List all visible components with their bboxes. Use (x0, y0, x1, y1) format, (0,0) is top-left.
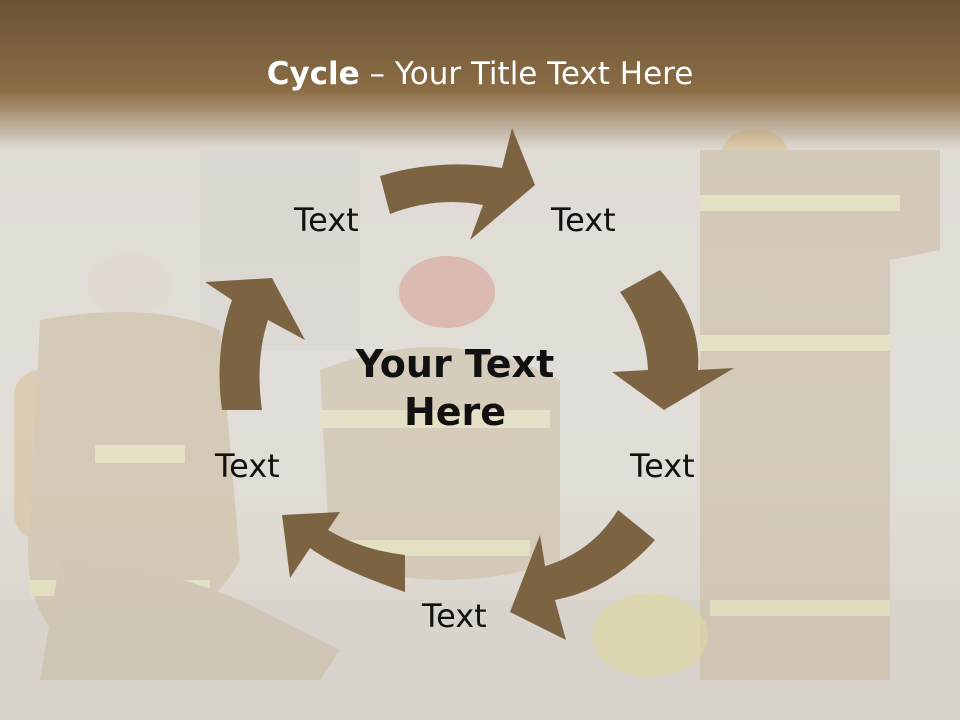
cycle-arrow-1[interactable] (380, 128, 535, 240)
firefighter-middle (320, 256, 560, 580)
center-text-line-2: Here (403, 390, 507, 434)
cycle-label-top-left[interactable]: Text (294, 201, 359, 239)
slide-title-rest: Your Title Text Here (394, 56, 694, 92)
slide-title-dash: – (359, 56, 395, 92)
firefighter-left (14, 253, 340, 680)
cycle-arrow-2[interactable] (612, 270, 734, 410)
slide-title[interactable]: Cycle – Your Title Text Here (0, 52, 960, 96)
slide-title-bold: Cycle (266, 56, 360, 92)
cycle-label-right[interactable]: Text (630, 447, 695, 485)
center-text[interactable]: Your Text Here (330, 340, 580, 436)
cycle-arrow-4[interactable] (282, 512, 405, 592)
firefighter-right (700, 130, 940, 680)
title-band (0, 0, 960, 150)
cycle-arrow-5[interactable] (205, 278, 305, 410)
center-text-line-1: Your Text (355, 342, 555, 386)
cycle-arrow-3[interactable] (510, 510, 655, 640)
cycle-label-left[interactable]: Text (215, 447, 280, 485)
cycle-label-top-right[interactable]: Text (551, 201, 616, 239)
helmet (592, 593, 708, 677)
cycle-label-bottom[interactable]: Text (422, 597, 487, 635)
